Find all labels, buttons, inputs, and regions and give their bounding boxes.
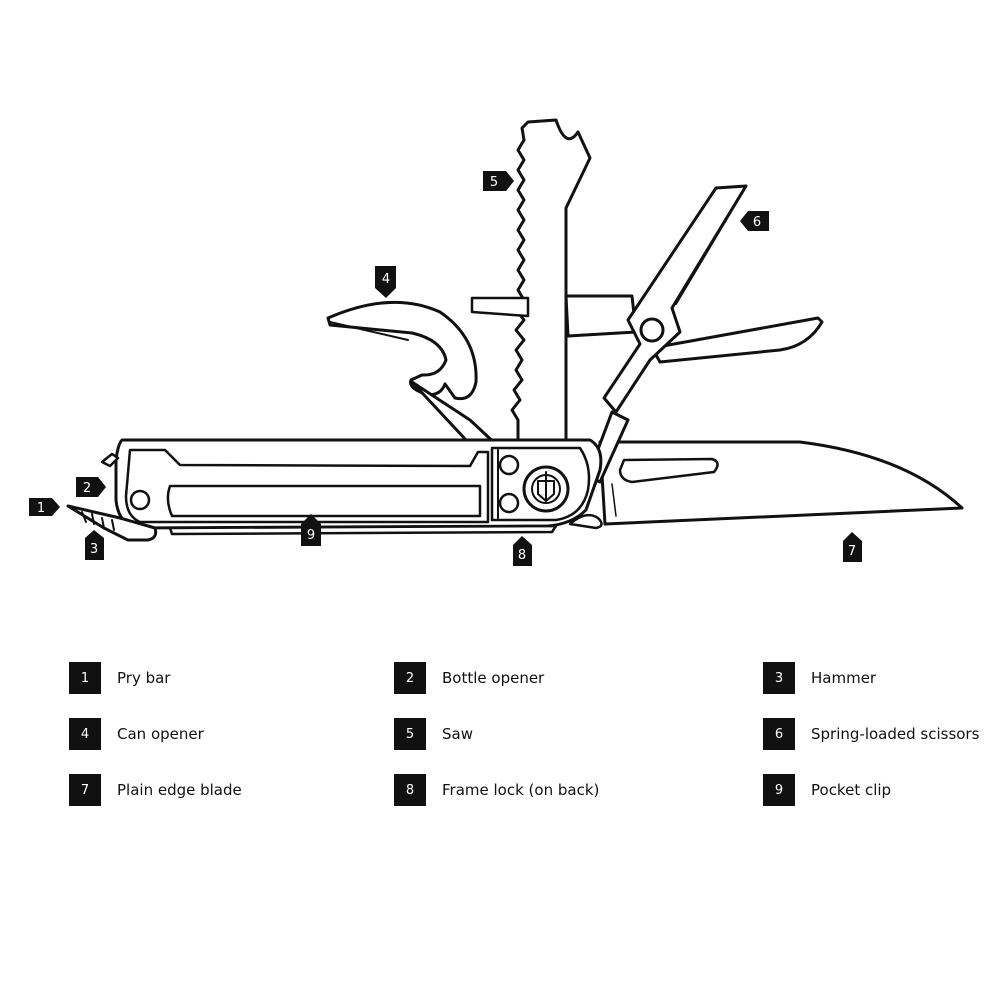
- legend-item-scissors: 6 Spring-loaded scissors: [763, 718, 979, 750]
- callout-7: 7: [843, 532, 862, 562]
- legend-label: Frame lock (on back): [442, 781, 600, 799]
- legend-label: Spring-loaded scissors: [811, 725, 980, 743]
- brand-logo-icon: [537, 471, 555, 502]
- screw-bottom: [498, 492, 520, 514]
- legend-badge: 3: [763, 662, 795, 694]
- svg-text:4: 4: [382, 272, 390, 287]
- legend-badge: 6: [763, 718, 795, 750]
- svg-text:1: 1: [37, 501, 45, 516]
- scissors-lower-blade: [650, 316, 824, 364]
- legend-badge: 7: [69, 774, 101, 806]
- legend-item-can-opener: 4 Can opener: [69, 718, 204, 750]
- callout-3: 3: [85, 530, 104, 560]
- callout-2: 2: [76, 477, 106, 497]
- legend-item-frame-lock: 8 Frame lock (on back): [394, 774, 599, 806]
- callout-1: 1: [29, 498, 60, 516]
- legend-badge: 1: [69, 662, 101, 694]
- legend-badge: 8: [394, 774, 426, 806]
- pocket-clip: [166, 484, 482, 518]
- callout-4: 4: [375, 266, 396, 298]
- hammer: [81, 511, 115, 531]
- legend-label: Pry bar: [117, 669, 171, 687]
- legend-label: Can opener: [117, 725, 204, 743]
- legend-badge: 9: [763, 774, 795, 806]
- svg-text:6: 6: [753, 215, 761, 230]
- legend-label: Plain edge blade: [117, 781, 242, 799]
- legend-badge: 4: [69, 718, 101, 750]
- scissors-pivot: [639, 317, 665, 343]
- bottle-opener: [100, 452, 120, 468]
- legend-badge: 5: [394, 718, 426, 750]
- legend-label: Saw: [442, 725, 473, 743]
- legend-badge: 2: [394, 662, 426, 694]
- legend-item-pocket-clip: 9 Pocket clip: [763, 774, 891, 806]
- bracket: [564, 294, 638, 338]
- frame-lock: [568, 513, 603, 530]
- svg-text:8: 8: [518, 548, 526, 563]
- legend-item-bottle-opener: 2 Bottle opener: [394, 662, 544, 694]
- svg-text:3: 3: [90, 542, 98, 557]
- can-opener: [326, 300, 478, 401]
- callout-9: 9: [301, 514, 321, 546]
- svg-text:9: 9: [307, 528, 315, 543]
- plain-edge-blade: [598, 440, 964, 526]
- blade-thumb-slot: [618, 457, 719, 484]
- callout-6: 6: [740, 211, 769, 231]
- legend-item-pry-bar: 1 Pry bar: [69, 662, 170, 694]
- legend-label: Pocket clip: [811, 781, 892, 799]
- callout-5: 5: [483, 171, 514, 191]
- legend-item-hammer: 3 Hammer: [763, 662, 876, 694]
- saw: [510, 118, 592, 442]
- callout-8: 8: [513, 536, 532, 566]
- multitool-diagram: 1 2 3 4 5 6 7 8: [29, 118, 964, 566]
- legend-label: Bottle opener: [442, 669, 545, 687]
- legend-label: Hammer: [811, 669, 877, 687]
- svg-text:7: 7: [848, 544, 856, 559]
- svg-text:5: 5: [490, 175, 498, 190]
- legend-item-saw: 5 Saw: [394, 718, 473, 750]
- svg-text:2: 2: [83, 481, 91, 496]
- screw-top: [498, 454, 520, 476]
- screw-front: [129, 489, 151, 511]
- legend-item-plain-edge-blade: 7 Plain edge blade: [69, 774, 242, 806]
